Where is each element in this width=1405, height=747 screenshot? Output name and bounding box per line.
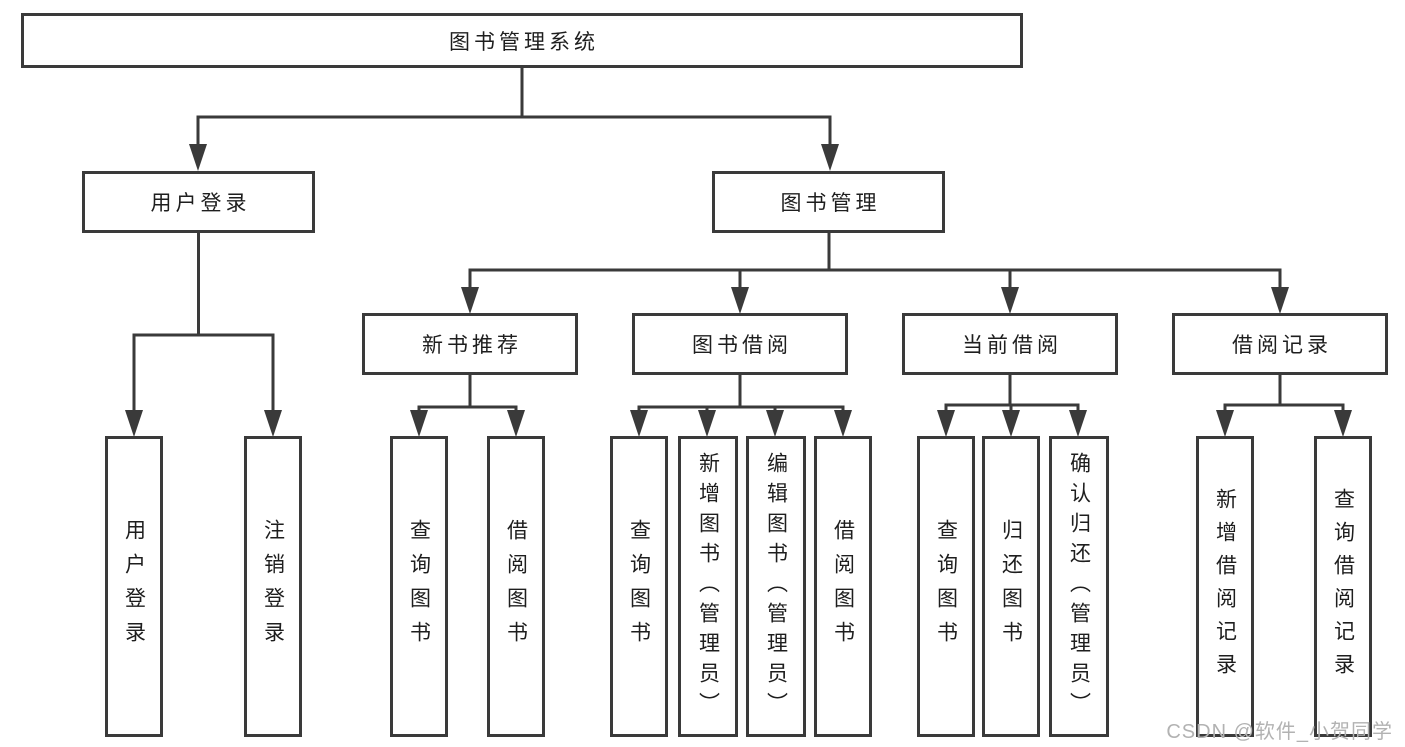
- leaf-label: 查询图书: [407, 518, 431, 655]
- arrowhead: [410, 410, 428, 437]
- leaf-label: 查询图书: [934, 518, 958, 655]
- arrowhead: [1002, 410, 1020, 437]
- arrowhead: [1334, 410, 1352, 437]
- node-leaf-borrow-books: 借阅图书: [814, 436, 872, 737]
- node-leaf-logout: 注销登录: [244, 436, 302, 737]
- node-leaf-return-book: 归还图书: [982, 436, 1040, 737]
- node-current-borrowing: 当前借阅: [902, 313, 1118, 375]
- node-new-book-recommend: 新书推荐: [362, 313, 578, 375]
- node-leaf-query-books-current: 查询图书: [917, 436, 975, 737]
- arrowhead: [834, 410, 852, 437]
- arrowhead: [766, 410, 784, 437]
- arrowhead: [264, 410, 282, 437]
- csdn-watermark: CSDN @软件_小贺同学: [1166, 721, 1393, 743]
- node-book-management: 图书管理: [712, 171, 945, 233]
- node-leaf-add-book-admin: 新增图书（管理员）: [678, 436, 738, 737]
- node-leaf-query-borrow-record: 查询借阅记录: [1314, 436, 1372, 737]
- arrowhead: [461, 287, 479, 314]
- arrowhead: [630, 410, 648, 437]
- node-leaf-confirm-return-admin: 确认归还（管理员）: [1049, 436, 1109, 737]
- arrowhead: [698, 410, 716, 437]
- arrowhead: [731, 287, 749, 314]
- node-leaf-query-books-recommend: 查询图书: [390, 436, 448, 737]
- node-leaf-edit-book-admin: 编辑图书（管理员）: [746, 436, 806, 737]
- arrowhead: [189, 144, 207, 171]
- node-library-management-system: 图书管理系统: [21, 13, 1023, 68]
- leaf-label: 归还图书: [999, 518, 1023, 655]
- node-leaf-query-books-borrow: 查询图书: [610, 436, 668, 737]
- arrowhead: [1271, 287, 1289, 314]
- leaf-label: 新增借阅记录: [1213, 487, 1237, 686]
- arrowhead: [507, 410, 525, 437]
- node-leaf-user-login: 用户登录: [105, 436, 163, 737]
- node-book-borrowing: 图书借阅: [632, 313, 848, 375]
- arrowhead: [821, 144, 839, 171]
- leaf-label: 编辑图书（管理员）: [764, 451, 788, 722]
- leaf-label: 查询图书: [627, 518, 651, 655]
- leaf-label: 查询借阅记录: [1331, 487, 1355, 686]
- leaf-label: 注销登录: [261, 518, 285, 655]
- arrowhead: [1069, 410, 1087, 437]
- node-leaf-add-borrow-record: 新增借阅记录: [1196, 436, 1254, 737]
- leaf-label: 新增图书（管理员）: [696, 451, 720, 722]
- node-borrowing-records: 借阅记录: [1172, 313, 1388, 375]
- node-leaf-borrow-books-recommend: 借阅图书: [487, 436, 545, 737]
- arrowhead: [1001, 287, 1019, 314]
- arrowhead: [937, 410, 955, 437]
- leaf-label: 借阅图书: [504, 518, 528, 655]
- leaf-label: 确认归还（管理员）: [1067, 451, 1091, 722]
- arrowhead: [125, 410, 143, 437]
- arrowhead: [1216, 410, 1234, 437]
- node-user-login: 用户登录: [82, 171, 315, 233]
- leaf-label: 借阅图书: [831, 518, 855, 655]
- leaf-label: 用户登录: [122, 518, 146, 655]
